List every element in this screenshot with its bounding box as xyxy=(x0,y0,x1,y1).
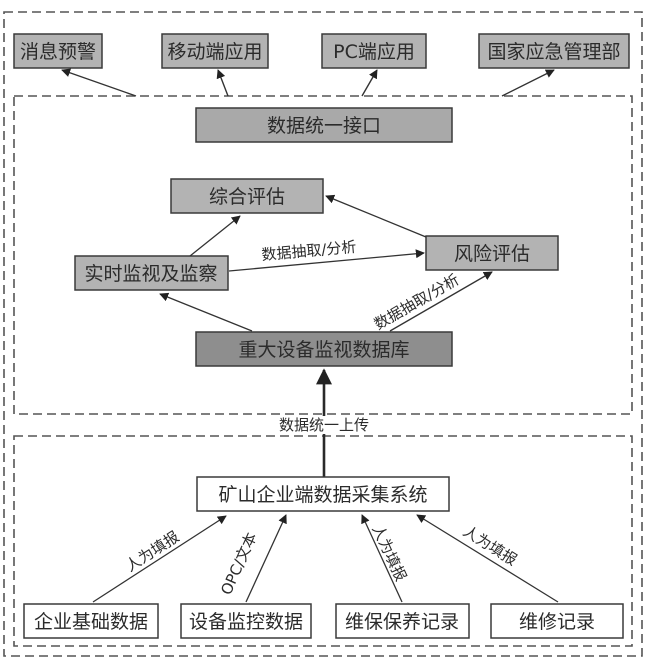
output-pc-label: PC端应用 xyxy=(333,41,415,63)
arrow-maint-to-system xyxy=(361,514,403,603)
source-maint: 维保保养记录 xyxy=(335,603,470,639)
arrow-monitor-to-system xyxy=(245,514,287,603)
source-monitor: 设备监控数据 xyxy=(180,603,312,639)
arrow-to-mobile xyxy=(216,69,229,97)
arrow-basic-to-system xyxy=(92,515,227,603)
outer-container xyxy=(3,11,643,657)
output-ministry: 国家应急管理部 xyxy=(478,33,630,69)
edge-label-monitor: OPC/文本 xyxy=(217,530,260,598)
edge-label-repair: 人为填报 xyxy=(460,522,520,569)
platform-container xyxy=(13,95,633,415)
risk-label: 风险评估 xyxy=(454,243,530,265)
output-msg-label: 消息预警 xyxy=(20,41,96,63)
output-pc: PC端应用 xyxy=(321,33,427,69)
source-basic: 企业基础数据 xyxy=(23,603,159,639)
comprehensive-box: 综合评估 xyxy=(170,178,324,214)
arrow-realtime-to-comprehensive xyxy=(189,215,241,257)
source-basic-label: 企业基础数据 xyxy=(34,611,148,633)
database-label: 重大设备监视数据库 xyxy=(238,339,409,361)
arrow-realtime-to-risk xyxy=(228,249,425,272)
arrow-repair-to-system xyxy=(416,514,559,603)
interface-box: 数据统一接口 xyxy=(195,107,453,143)
upload-label: 数据统一上传 xyxy=(279,416,369,434)
realtime-label: 实时监视及监察 xyxy=(84,263,217,285)
source-monitor-label: 设备监控数据 xyxy=(189,611,303,633)
source-repair: 维修记录 xyxy=(490,603,624,639)
realtime-box: 实时监视及监察 xyxy=(74,255,229,291)
output-ministry-label: 国家应急管理部 xyxy=(487,41,620,63)
output-mobile: 移动端应用 xyxy=(161,33,269,69)
edge-label-basic: 人为填报 xyxy=(122,528,182,576)
collection-system-box: 矿山企业端数据采集系统 xyxy=(196,476,450,512)
output-mobile-label: 移动端应用 xyxy=(167,41,262,63)
arrow-to-msg xyxy=(61,68,137,97)
edge-label-extract-2: 数据抽取/分析 xyxy=(371,270,462,333)
database-box: 重大设备监视数据库 xyxy=(195,331,453,367)
arrow-to-ministry xyxy=(501,69,555,97)
arrow-to-pc xyxy=(361,69,378,97)
risk-box: 风险评估 xyxy=(425,235,559,271)
comprehensive-label: 综合评估 xyxy=(209,186,285,208)
source-maint-label: 维保保养记录 xyxy=(345,611,459,633)
source-repair-label: 维修记录 xyxy=(519,611,595,633)
collection-system-label: 矿山企业端数据采集系统 xyxy=(218,484,427,506)
arrow-risk-to-comprehensive xyxy=(325,194,427,238)
output-msg: 消息预警 xyxy=(13,33,103,69)
interface-label: 数据统一接口 xyxy=(267,115,381,137)
arrow-db-to-risk xyxy=(389,271,493,332)
arrow-db-to-realtime xyxy=(159,292,253,332)
